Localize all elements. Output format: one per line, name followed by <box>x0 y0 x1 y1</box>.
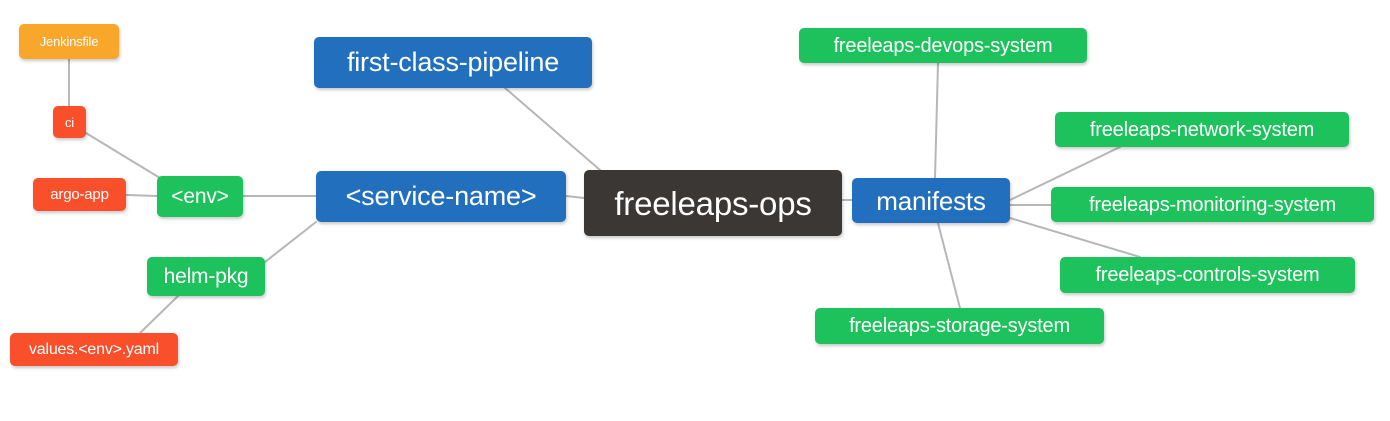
edge-manifests-to-freeleaps-storage-system <box>937 222 961 309</box>
node-label-freeleaps-network-system: freeleaps-network-system <box>1089 118 1315 141</box>
edge-argo-app-to-env <box>125 194 158 197</box>
node-label-first-class-pipeline: first-class-pipeline <box>346 47 560 77</box>
node-label-freeleaps-devops-system: freeleaps-devops-system <box>833 34 1053 57</box>
node-label-helm-pkg: helm-pkg <box>163 265 249 288</box>
node-freeleaps-storage-system[interactable]: freeleaps-storage-system <box>815 308 1104 344</box>
node-label-freeleaps-controls-system: freeleaps-controls-system <box>1095 264 1320 286</box>
node-freeleaps-ops[interactable]: freeleaps-ops <box>584 170 842 236</box>
edge-manifests-to-freeleaps-controls-system <box>1009 217 1141 258</box>
edge-manifests-to-freeleaps-devops-system <box>934 62 939 179</box>
node-freeleaps-controls-system[interactable]: freeleaps-controls-system <box>1060 257 1355 293</box>
edge-first-class-pipeline-to-freeleaps-ops <box>504 87 601 171</box>
node-label-env: <env> <box>171 185 229 208</box>
node-label-manifests: manifests <box>876 185 986 216</box>
node-jenkinsfile[interactable]: Jenkinsfile <box>19 24 119 59</box>
node-helm-pkg[interactable]: helm-pkg <box>147 257 265 296</box>
node-service-name[interactable]: <service-name> <box>316 171 566 222</box>
node-freeleaps-network-system[interactable]: freeleaps-network-system <box>1055 112 1349 147</box>
node-label-freeleaps-storage-system: freeleaps-storage-system <box>849 315 1070 337</box>
node-values-yaml[interactable]: values.<env>.yaml <box>10 333 178 366</box>
node-label-argo-app: argo-app <box>50 186 109 203</box>
node-freeleaps-devops-system[interactable]: freeleaps-devops-system <box>799 28 1087 63</box>
edge-service-name-to-freeleaps-ops <box>565 195 585 199</box>
node-argo-app[interactable]: argo-app <box>33 178 126 211</box>
node-label-jenkinsfile: Jenkinsfile <box>39 34 99 49</box>
node-label-freeleaps-ops: freeleaps-ops <box>614 184 812 222</box>
node-ci[interactable]: ci <box>53 106 86 138</box>
node-first-class-pipeline[interactable]: first-class-pipeline <box>314 37 592 88</box>
edge-service-name-to-helm-pkg <box>264 221 317 263</box>
node-env[interactable]: <env> <box>157 176 243 217</box>
node-manifests[interactable]: manifests <box>852 178 1010 223</box>
edge-helm-pkg-to-values-yaml <box>139 295 179 334</box>
node-freeleaps-monitoring-system[interactable]: freeleaps-monitoring-system <box>1051 187 1374 222</box>
node-label-freeleaps-monitoring-system: freeleaps-monitoring-system <box>1089 193 1336 216</box>
node-label-values-yaml: values.<env>.yaml <box>28 340 159 358</box>
edge-ci-to-env <box>85 132 161 179</box>
node-label-ci: ci <box>65 114 74 130</box>
node-label-service-name: <service-name> <box>345 181 537 211</box>
